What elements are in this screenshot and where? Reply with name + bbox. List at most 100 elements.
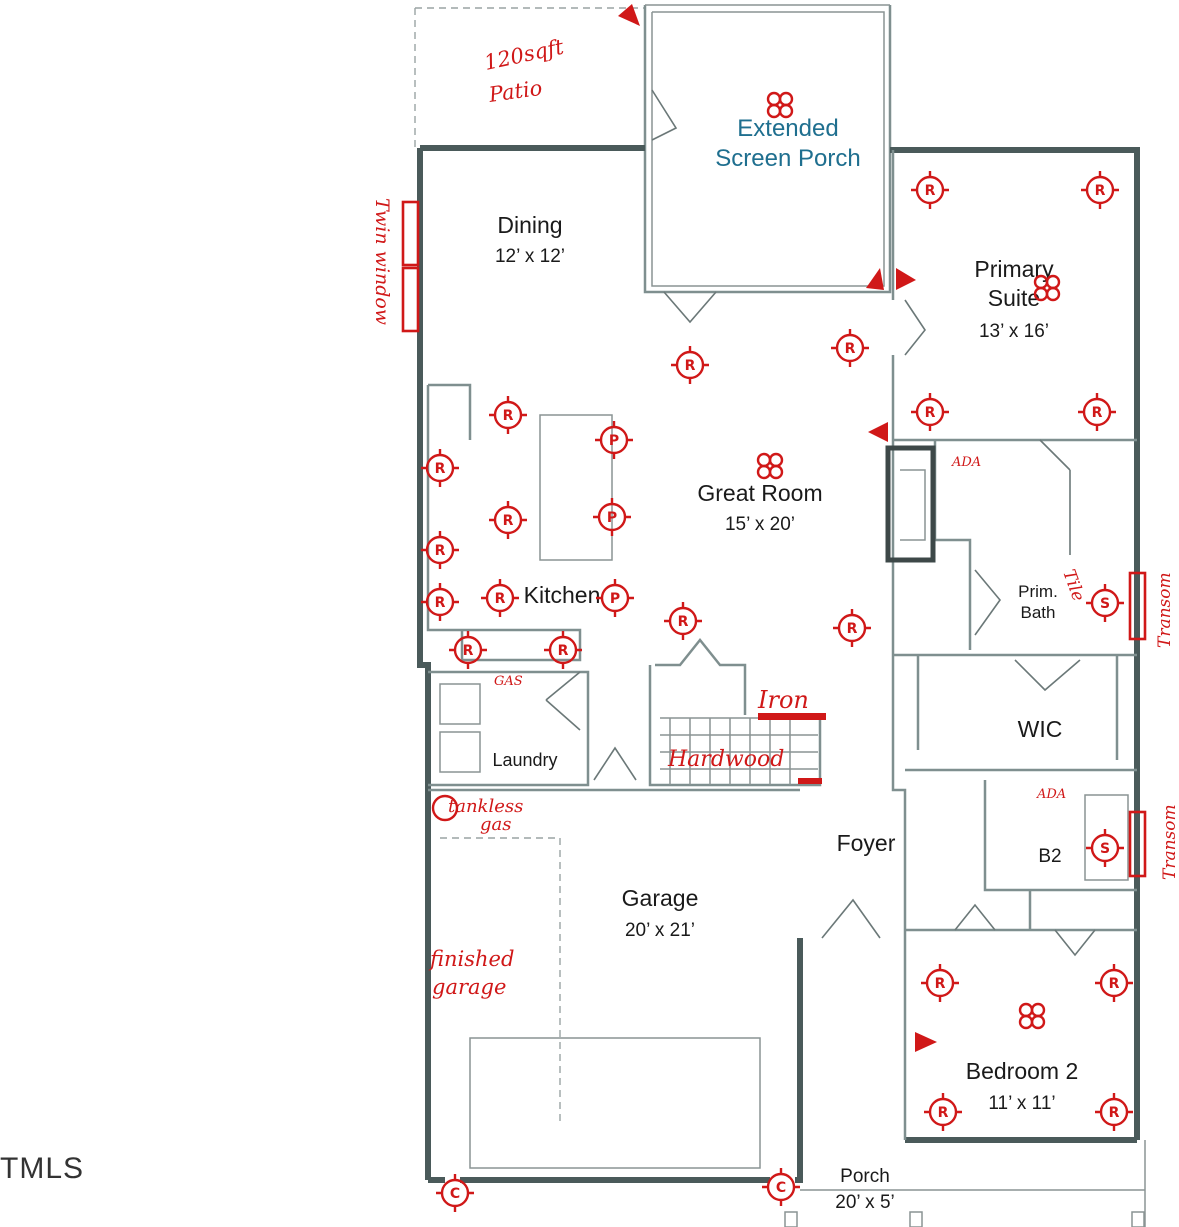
screen-porch-label-2: Screen Porch [715,145,860,172]
prim-bath-label-2: Bath [1021,603,1056,622]
fan-icon [756,452,784,480]
patio-note-2: Patio [486,76,543,107]
pendant-light-icon: P [596,579,634,617]
recessed-light-icon: R [421,449,459,487]
great-room-dim: 15’ x 20’ [725,514,795,535]
fan-icon [766,91,794,119]
recessed-light-icon: R [664,602,702,640]
recessed-light-icon: R [833,609,871,647]
exterior-walls [417,145,1140,1183]
water-heater-symbol [431,794,459,822]
svg-text:R: R [1092,405,1103,421]
svg-text:R: R [935,976,946,992]
twin-window-box-2 [401,266,420,333]
svg-text:R: R [845,341,856,357]
patio-outline [414,7,645,148]
flag-marker [618,4,640,26]
transom-note-2: Transom [1160,804,1179,880]
ada-note-2: ADA [1036,787,1066,802]
interior-walls [426,150,1146,1227]
finished-note: finished [428,947,514,971]
iron-note: Iron [757,686,809,714]
svg-text:S: S [1100,596,1110,612]
recessed-light-icon: R [671,346,709,384]
stair-treads [660,717,818,785]
recessed-light-icon: R [831,329,869,367]
flag-marker [868,422,888,442]
svg-text:R: R [558,643,569,659]
ada-note-1: ADA [951,455,981,470]
pendant-light-icon: P [593,498,631,536]
primary-label: Primary [974,256,1054,282]
recessed-light-icon: R [1078,393,1116,431]
twin-window-box-1 [401,200,420,267]
svg-text:R: R [463,643,474,659]
screen-porch-label: Extended [737,115,838,142]
hardwood-note: Hardwood [667,747,784,772]
svg-text:P: P [607,510,617,526]
dining-label: Dining [497,212,562,238]
recessed-light-icon: R [489,501,527,539]
gas-note: GAS [494,674,523,689]
iron-rail [758,713,826,720]
transom-note-1: Transom [1155,572,1175,648]
porch-dim: 20’ x 5’ [835,1192,895,1213]
annotations: 120sqft Patio Twin window Iron Hardwood … [371,4,1179,1052]
svg-text:C: C [776,1180,786,1196]
primary-dim: 13’ x 16’ [979,321,1049,342]
foyer-label: Foyer [837,830,896,856]
flag-marker [915,1032,937,1052]
bedroom2-dim: 11’ x 11’ [988,1093,1055,1114]
recessed-light-icon: R [481,579,519,617]
svg-text:R: R [435,543,446,559]
svg-text:R: R [925,405,936,421]
kitchen-label: Kitchen [524,582,601,608]
svg-text:C: C [450,1186,460,1202]
recessed-light-icon: R [1081,171,1119,209]
speaker-icon: S [1086,584,1124,622]
svg-text:R: R [678,614,689,630]
speaker-icon: S [1086,829,1124,867]
recessed-light-icon: R [489,396,527,434]
room-labels: Extended Screen Porch Dining 12’ x 12’ P… [492,115,1078,1213]
mls-watermark: TMLS [0,1152,85,1185]
flag-marker [866,268,884,290]
svg-text:R: R [1095,183,1106,199]
b2-label: B2 [1038,846,1061,867]
fan-icon [1018,1002,1046,1030]
tankless-note: tankless [448,796,523,817]
prim-bath-label: Prim. [1018,582,1058,601]
bedroom2-label: Bedroom 2 [966,1058,1079,1084]
svg-text:R: R [495,591,506,607]
svg-text:R: R [1109,1105,1120,1121]
twin-window-note: Twin window [371,198,393,325]
fan-icon [1033,274,1061,302]
dining-dim: 12’ x 12’ [495,246,565,267]
great-room-label: Great Room [697,480,822,506]
svg-text:R: R [847,621,858,637]
recessed-light-icon: R [421,531,459,569]
porch-label: Porch [840,1166,890,1187]
recessed-light-icon: R [544,631,582,669]
recessed-light-icon: R [1095,1093,1133,1131]
svg-text:R: R [1109,976,1120,992]
transom-box-2 [1128,810,1147,878]
recessed-light-icon: R [924,1093,962,1131]
recessed-light-icon: R [921,964,959,1002]
rail-end [798,778,822,784]
tankless-note-2: gas [480,814,512,835]
recessed-light-icon: R [1095,964,1133,1002]
svg-text:R: R [435,595,446,611]
recessed-light-icon: R [911,171,949,209]
svg-text:R: R [685,358,696,374]
ceiling-fans [756,91,1061,1030]
garage-label: Garage [622,885,699,911]
pendant-light-icon: P [595,421,633,459]
patio-note: 120sqft [482,35,566,75]
svg-text:R: R [925,183,936,199]
coach-light-icon: C [762,1168,800,1206]
svg-text:R: R [503,513,514,529]
recessed-light-icon: R [449,631,487,669]
